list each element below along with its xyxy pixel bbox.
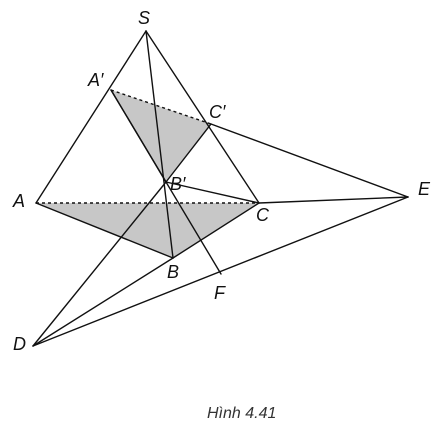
triangle-a'b'c'-shading bbox=[111, 90, 211, 182]
triangle-abc-shading bbox=[36, 203, 259, 258]
edge-SA bbox=[35, 30, 147, 204]
edge-SC bbox=[145, 30, 260, 204]
label-F: F bbox=[214, 283, 226, 303]
line-CE bbox=[258, 196, 409, 204]
line-DE bbox=[32, 196, 409, 347]
label-B: B bbox=[167, 262, 179, 282]
edge-B'C' bbox=[165, 123, 212, 183]
figure-caption: Hình 4.41 bbox=[207, 405, 276, 422]
line-C'E bbox=[210, 123, 409, 198]
line-B'C bbox=[165, 181, 260, 204]
edge-AB bbox=[35, 202, 174, 259]
label-E: E bbox=[418, 179, 431, 199]
label-C: C bbox=[256, 205, 270, 225]
edge-SB bbox=[145, 30, 174, 259]
label-A: A bbox=[12, 191, 25, 211]
label-B-prime: B′ bbox=[170, 174, 186, 194]
label-D: D bbox=[13, 334, 26, 354]
label-C-prime: C′ bbox=[209, 102, 226, 122]
edge-BC bbox=[172, 202, 260, 259]
line-DB' bbox=[32, 181, 167, 347]
label-S: S bbox=[138, 8, 150, 28]
line-DB bbox=[32, 257, 174, 347]
label-A-prime: A′ bbox=[87, 70, 104, 90]
